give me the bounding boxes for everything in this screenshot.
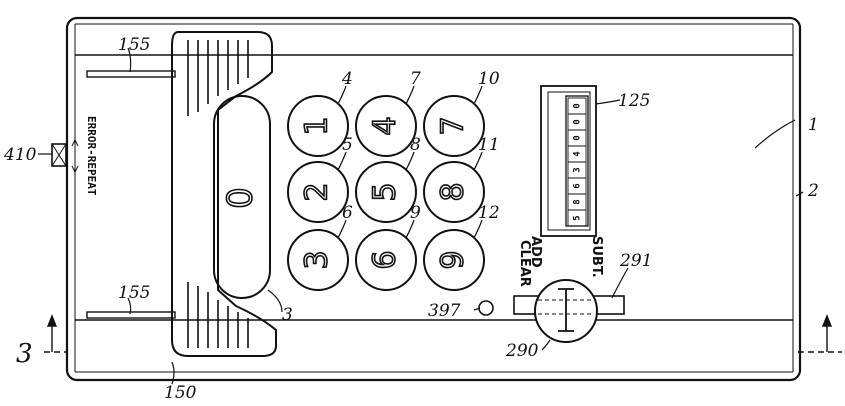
key-ref-numeral: 11 bbox=[478, 135, 500, 155]
bar-grooves-top bbox=[187, 40, 249, 116]
key-leader-line bbox=[337, 219, 347, 239]
error-repeat-switch[interactable] bbox=[51, 143, 67, 167]
register-digit: 0 bbox=[573, 135, 583, 140]
key-2[interactable]: 2 bbox=[287, 161, 349, 223]
register-digit: 4 bbox=[573, 151, 583, 157]
ref-switch: 410 bbox=[3, 145, 37, 165]
register-window: 0 0 0 4 3 6 8 5 bbox=[540, 85, 597, 237]
key-6[interactable]: 6 bbox=[355, 229, 417, 291]
leader-lines bbox=[37, 47, 804, 385]
bar-grooves-bottom bbox=[187, 282, 249, 348]
sliding-bar[interactable] bbox=[171, 31, 277, 357]
key-digit-label: 4 bbox=[368, 116, 403, 135]
clear-label[interactable]: CLEAR bbox=[517, 240, 532, 287]
rail-bottom bbox=[86, 311, 176, 319]
key-5[interactable]: 5 bbox=[355, 161, 417, 223]
switch-arrows bbox=[71, 138, 79, 174]
register-digit: 5 bbox=[573, 215, 583, 220]
key-ref-numeral: 5 bbox=[342, 135, 353, 155]
key-ref-numeral: 10 bbox=[478, 69, 500, 89]
register-digit: 0 bbox=[573, 103, 583, 108]
key-8[interactable]: 8 bbox=[423, 161, 485, 223]
ref-lever: 290 bbox=[505, 341, 539, 361]
key-ref-numeral: 4 bbox=[341, 69, 353, 89]
key-leader-line bbox=[405, 219, 415, 239]
key-digit-label: 2 bbox=[300, 182, 335, 201]
svg-text:0: 0 bbox=[221, 187, 261, 209]
register-digit: 8 bbox=[573, 199, 583, 204]
key-3[interactable]: 3 bbox=[287, 229, 349, 291]
key-leader-line bbox=[473, 219, 483, 239]
key-digit-label: 8 bbox=[436, 182, 471, 201]
housing-outline bbox=[65, 16, 802, 382]
ref-section-left: 3 bbox=[16, 339, 33, 369]
key-1[interactable]: 1 bbox=[287, 95, 349, 157]
ref-register: 125 bbox=[618, 91, 650, 111]
key-leader-line bbox=[473, 85, 483, 105]
key-digit-label: 5 bbox=[368, 182, 403, 201]
add-label[interactable]: ADD bbox=[528, 236, 543, 268]
key-ref-numeral: 8 bbox=[410, 135, 421, 155]
key-4[interactable]: 4 bbox=[355, 95, 417, 157]
key-ref-numeral: 7 bbox=[410, 69, 421, 89]
error-repeat-label: ERROR-REPEAT bbox=[85, 116, 98, 196]
key-digit-label: 3 bbox=[300, 250, 335, 269]
register-digit: 0 bbox=[573, 119, 583, 124]
register-digit: 6 bbox=[573, 183, 583, 188]
key-digit-label: 9 bbox=[436, 250, 471, 269]
section-line-left bbox=[44, 314, 68, 353]
ref-rail-top: 155 bbox=[118, 35, 150, 55]
key-leader-line bbox=[405, 151, 415, 171]
key-ref-numeral: 6 bbox=[342, 203, 353, 223]
key-7[interactable]: 7 bbox=[423, 95, 485, 157]
key-leader-line bbox=[473, 151, 483, 171]
key-ref-numeral: 9 bbox=[410, 203, 421, 223]
zero-key[interactable]: 0 bbox=[213, 95, 271, 299]
key-leader-line bbox=[405, 85, 415, 105]
function-lever[interactable] bbox=[534, 279, 598, 343]
ref-slot: 291 bbox=[619, 251, 652, 271]
section-line-right bbox=[798, 314, 842, 353]
numeric-keypad: 1 4 4 7 7 10 2 5 5 8 8 11 3 6 6 9 9 12 bbox=[287, 69, 500, 291]
key-digit-label: 1 bbox=[300, 116, 335, 135]
key-ref-numeral: 12 bbox=[478, 203, 500, 223]
register-digit: 3 bbox=[573, 167, 583, 172]
ref-rail-bottom: 155 bbox=[118, 283, 150, 303]
key-leader-line bbox=[337, 85, 347, 105]
key-leader-line bbox=[337, 151, 347, 171]
key-digit-label: 6 bbox=[368, 250, 403, 269]
ref-zero-key: 3 bbox=[282, 305, 293, 325]
small-button[interactable] bbox=[478, 300, 494, 316]
rail-top bbox=[86, 70, 176, 78]
subt-label[interactable]: SUBT. bbox=[589, 236, 604, 278]
register-cell bbox=[567, 209, 587, 227]
key-9[interactable]: 9 bbox=[423, 229, 485, 291]
ref-bar: 150 bbox=[164, 383, 197, 403]
ref-button: 397 bbox=[428, 301, 461, 321]
ref-edge: 2 bbox=[807, 181, 819, 201]
key-digit-label: 7 bbox=[436, 116, 471, 135]
ref-housing: 1 bbox=[808, 115, 819, 135]
